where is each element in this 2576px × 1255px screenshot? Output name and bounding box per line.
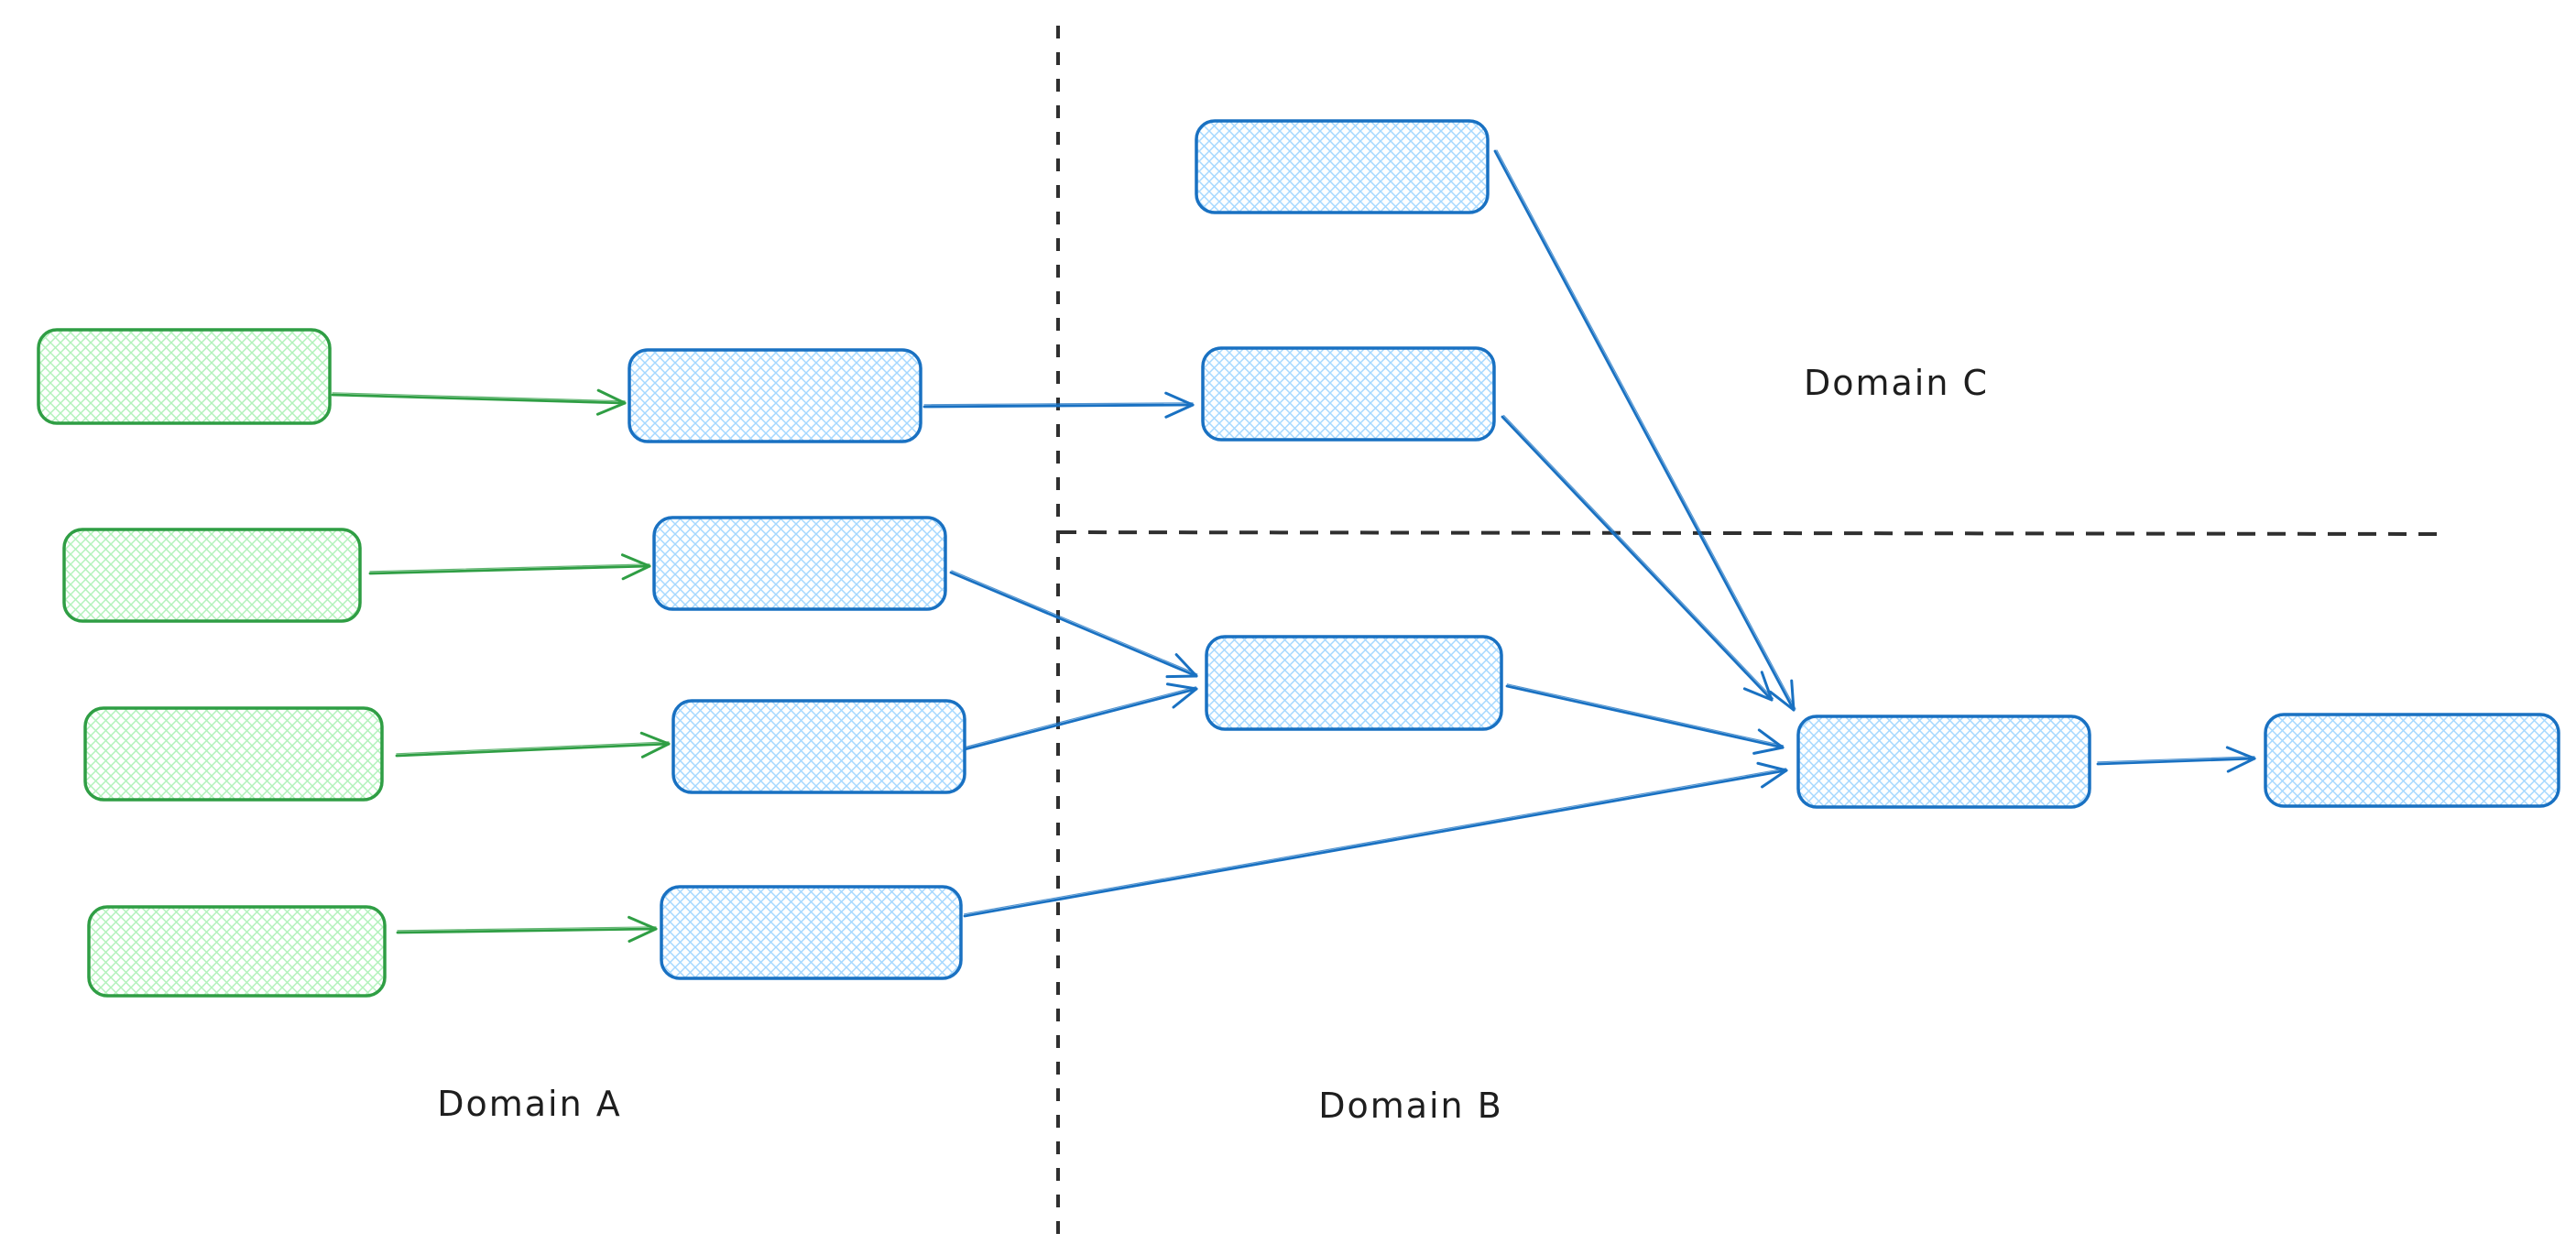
blue-box-a3 bbox=[671, 699, 966, 794]
domain-dividers bbox=[1056, 26, 2447, 1237]
green-box-2-shape bbox=[62, 528, 362, 623]
blue-box-c1-shape bbox=[1195, 119, 1490, 214]
arrow-c1-merge bbox=[1493, 149, 1796, 712]
arrow-a4-merge bbox=[963, 761, 1788, 918]
arrow-green-2 bbox=[368, 553, 651, 581]
arrow-c2-merge bbox=[1501, 414, 1774, 702]
blue-box-merge bbox=[1796, 715, 2091, 809]
arrow-a1-c2 bbox=[922, 391, 1195, 419]
blue-box-a4 bbox=[660, 885, 963, 980]
arrow-green-1 bbox=[331, 388, 627, 416]
horizontal-divider bbox=[1057, 530, 2447, 536]
arrow-a2-b1 bbox=[949, 570, 1198, 679]
blue-box-a2-shape bbox=[652, 516, 947, 611]
domain-a-label: Domain A bbox=[437, 1084, 622, 1124]
edges-layer bbox=[331, 149, 2256, 943]
green-box-4 bbox=[87, 905, 387, 998]
green-box-3 bbox=[83, 706, 384, 802]
blue-box-c2-shape bbox=[1201, 346, 1496, 442]
arrow-green-3 bbox=[395, 731, 671, 758]
domain-b-label: Domain B bbox=[1318, 1086, 1503, 1126]
blue-box-end bbox=[2264, 713, 2560, 808]
blue-box-b1-shape bbox=[1205, 635, 1503, 731]
arrow-green-4 bbox=[396, 915, 658, 943]
blue-box-a4-shape bbox=[660, 885, 963, 980]
blue-box-end-shape bbox=[2264, 713, 2560, 808]
domain-c-label: Domain C bbox=[1804, 363, 1989, 403]
blue-box-a1-shape bbox=[628, 348, 922, 443]
green-box-4-shape bbox=[87, 905, 387, 998]
green-box-1-shape bbox=[37, 328, 332, 425]
arrow-a3-b1 bbox=[963, 682, 1198, 751]
green-box-3-shape bbox=[83, 706, 384, 802]
blue-box-a3-shape bbox=[671, 699, 966, 794]
green-box-2 bbox=[62, 528, 362, 623]
blue-box-merge-shape bbox=[1796, 715, 2091, 809]
blue-box-c1 bbox=[1195, 119, 1490, 214]
blue-box-a1 bbox=[628, 348, 922, 443]
arrow-merge-end bbox=[2096, 746, 2256, 773]
nodes-layer bbox=[37, 119, 2560, 998]
labels-layer: Domain A Domain B Domain C bbox=[437, 363, 1989, 1126]
green-box-1 bbox=[37, 328, 332, 425]
arrow-b1-merge bbox=[1505, 683, 1785, 755]
blue-box-a2 bbox=[652, 516, 947, 611]
blue-box-c2 bbox=[1201, 346, 1496, 442]
blue-box-b1 bbox=[1205, 635, 1503, 731]
